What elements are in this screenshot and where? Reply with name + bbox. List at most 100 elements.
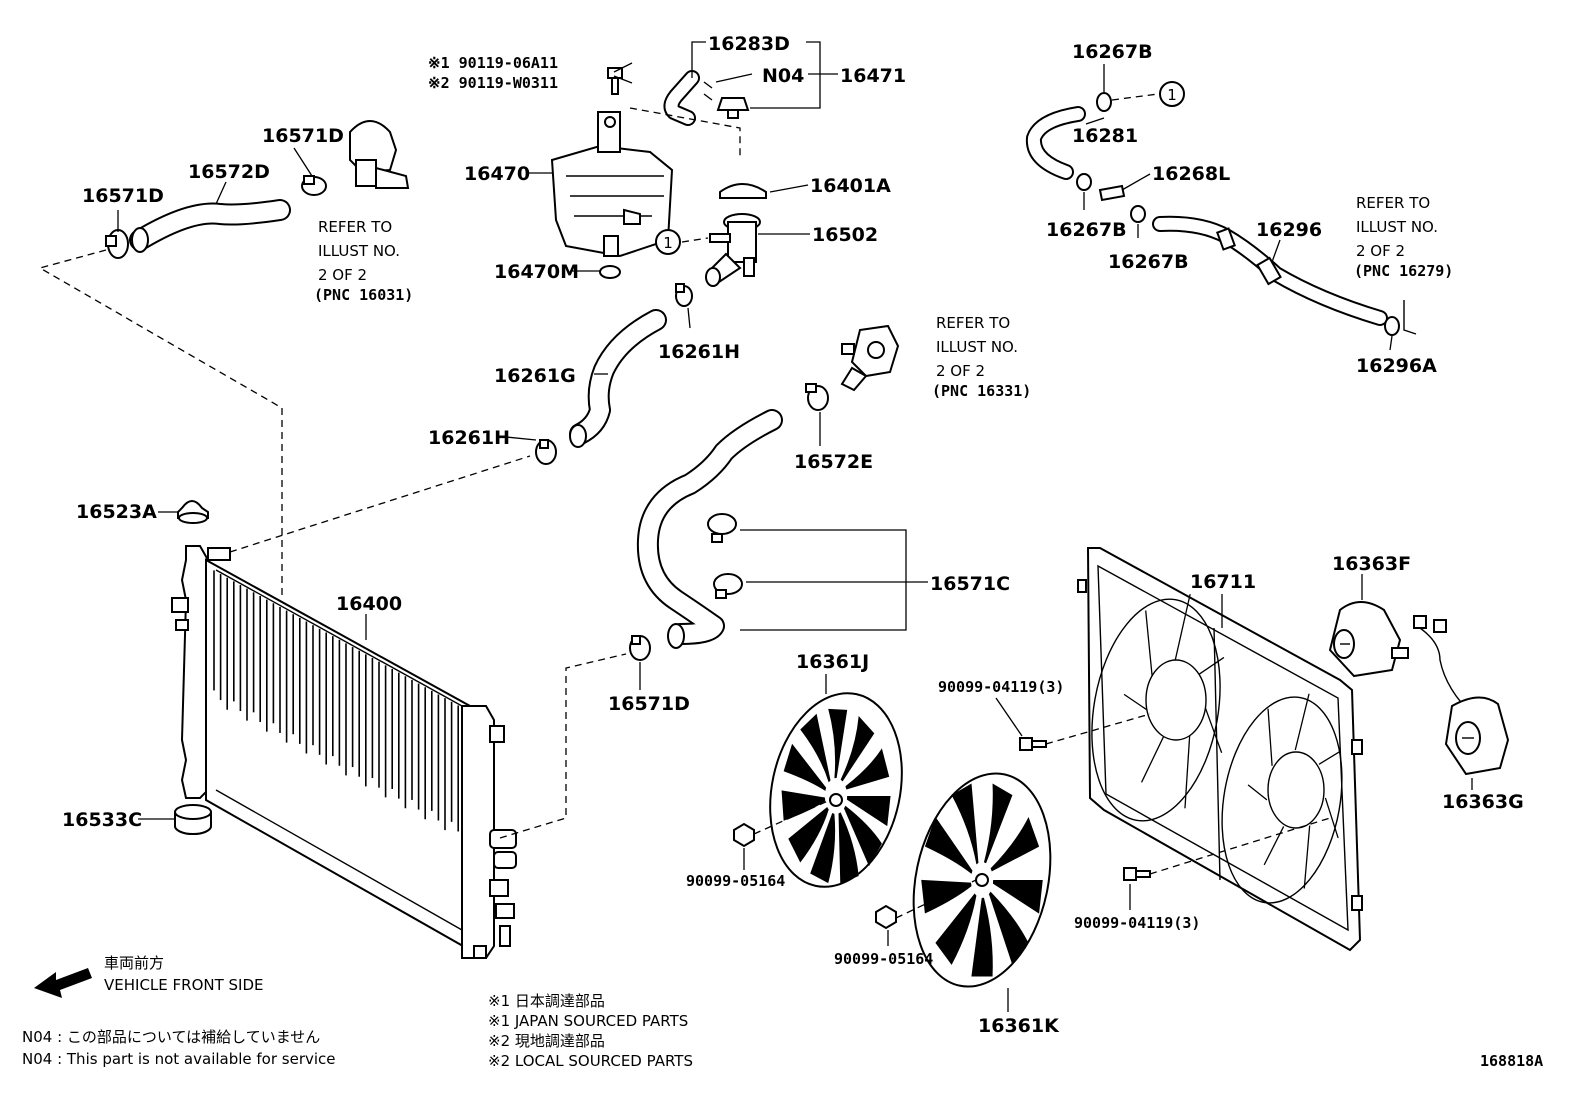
svg-text:1: 1 [663,234,673,252]
shroud-spoke [1303,825,1311,889]
callout-16471: 16471 [840,65,906,87]
callout-16261G: 16261G [494,365,576,387]
fan-blade [840,715,875,782]
callout-16283D: 16283D [708,33,790,55]
callout-16267B-a: 16267B [1072,41,1153,63]
refer-note-16331: REFER TO ILLUST NO. 2 OF 2 (PNC 16331) [932,314,1031,400]
callout-16267B-b: 16267B [1046,219,1127,241]
bolt-90119 [607,67,623,95]
callout-90099-05164-a: 90099-05164 [686,872,785,890]
fan-blade [971,897,993,977]
svg-text:2 OF 2: 2 OF 2 [318,266,367,284]
svg-text:車両前方: 車両前方 [104,954,164,972]
clamp-16267B-a [1096,92,1112,112]
fan-blade [845,748,890,790]
nut-90099-05164-b [875,904,897,930]
shroud-spoke [1267,708,1273,766]
fan-shroud-16711 [1077,547,1363,952]
lower-hose [636,409,783,649]
front-arrow-icon [34,968,92,998]
fan-blade [828,708,848,779]
refer-note-16031: REFER TO ILLUST NO. 2 OF 2 (PNC 16031) [314,218,413,304]
callout-16401A: 16401A [810,175,891,197]
svg-text:REFER TO: REFER TO [1356,194,1430,212]
legend-s2-jp: ※2 現地調達部品 [488,1032,605,1050]
fan-blade [988,891,1029,965]
callout-16267B-c: 16267B [1108,251,1189,273]
clamp-16267B-b [1076,173,1092,191]
svg-text:(PNC 16031): (PNC 16031) [314,286,413,304]
vehicle-front-indicator: 車両前方 VEHICLE FRONT SIDE [34,954,264,998]
svg-text:(PNC 16279): (PNC 16279) [1354,262,1453,280]
callout-16572E: 16572E [794,451,873,473]
legend-s1-jp: ※1 日本調達部品 [488,992,605,1010]
water-inlet-ref-16331 [840,324,900,392]
legend-s2-en: ※2 LOCAL SOURCED PARTS [488,1052,693,1070]
clamp-16261H-b [535,439,557,465]
shroud-spoke [1184,735,1191,809]
grommet-16470M [599,265,621,279]
cap-16401A [719,183,767,199]
fan-blade [924,816,973,874]
radiator-cap-16523A [177,500,209,524]
bolt-90099-04119-b [1123,867,1151,881]
svg-text:2 OF 2: 2 OF 2 [936,362,985,380]
clamp-16261H-a [675,283,693,307]
callout-16533C: 16533C [62,809,142,831]
svg-text:2 OF 2: 2 OF 2 [1356,242,1405,260]
fan-blade [992,880,1043,914]
fan-blade [846,796,891,827]
callout-16268L: 16268L [1152,163,1230,185]
water-outlet-ref-16031 [349,120,410,189]
nut-90099-05164-a [733,822,755,848]
callout-16502: 16502 [812,224,878,246]
motor-16363F [1328,601,1409,678]
callout-16400: 16400 [336,593,402,615]
callout-16470M: 16470M [494,261,579,283]
callout-16571C: 16571C [930,573,1010,595]
svg-text:REFER TO: REFER TO [318,218,392,236]
clamp-16267B-c [1130,205,1146,223]
callout-16523A: 16523A [76,501,157,523]
fan-blade [838,812,859,884]
reservoir-tank-16470 [550,111,674,258]
bolt-90099-04119-a [1019,737,1047,751]
svg-text:ILLUST NO.: ILLUST NO. [936,338,1018,356]
callout-16361J: 16361J [796,651,869,673]
callout-16261H-b: 16261H [428,427,510,449]
fan-blade [800,713,831,783]
callout-16261H-a: 16261H [658,341,740,363]
shroud-spoke [1198,656,1225,675]
callout-16470: 16470 [464,163,530,185]
union-16268L [1098,184,1126,202]
clamp-16296A [1384,316,1400,336]
shroud-spoke [1204,707,1223,753]
shroud-spoke [1247,784,1268,801]
hose-16572D [129,199,291,253]
fan-blade [781,790,826,821]
fan-blade [810,812,836,884]
callout-90099-04119-a: 90099-04119(3) [938,678,1064,696]
hose-16281 [1025,106,1086,180]
svg-text:ILLUST NO.: ILLUST NO. [318,242,400,260]
refer-note-16279: REFER TO ILLUST NO. 2 OF 2 (PNC 16279) [1354,194,1453,280]
callout-90099-04119-b: 90099-04119(3) [1074,914,1200,932]
callout-N04: N04 [762,65,804,87]
fan-blade [983,783,1013,864]
callout-16281: 16281 [1072,125,1138,147]
callout-labels: 16283D N04 16471 ※1 90119-06A11 ※2 90119… [62,33,1524,1037]
shroud-spoke [1140,736,1165,783]
motor-16363G [1413,615,1510,776]
callout-90099-05164-b: 90099-05164 [834,950,933,968]
fan-16361J [769,692,903,888]
legend: N04 : この部品については補給していません N04 : This part … [22,992,693,1070]
clamp-16571C [707,513,743,599]
filler-neck-16502 [705,213,761,287]
clamp-16571D-c [629,635,651,661]
svg-text:REFER TO: REFER TO [936,314,1010,332]
callout-bolt-2: ※2 90119-W0311 [428,74,558,92]
fan-blade [921,879,972,914]
illustration-id: 168818A [1480,1052,1543,1070]
svg-text:VEHICLE FRONT SIDE: VEHICLE FRONT SIDE [104,976,264,994]
callout-16572D: 16572D [188,161,270,183]
